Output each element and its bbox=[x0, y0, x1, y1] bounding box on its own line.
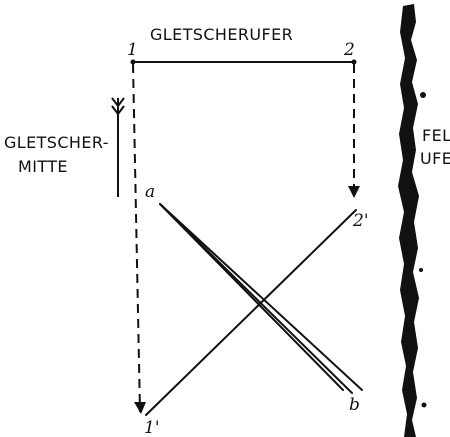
rock-bank-label-line1: FELS- bbox=[422, 126, 450, 145]
arrowhead-2prime bbox=[348, 186, 360, 198]
line-a-to-b-2 bbox=[159, 203, 353, 394]
point-a-label: a bbox=[145, 182, 155, 202]
flow-direction-arrowhead-1 bbox=[111, 97, 125, 108]
line-2prime-to-1prime bbox=[145, 209, 357, 416]
point-2-label: 2 bbox=[343, 40, 355, 60]
glacier-center-label-line2: MITTE bbox=[18, 157, 68, 176]
line-a-to-b-3 bbox=[159, 203, 363, 391]
glacier-center-label-line1: GLETSCHER- bbox=[4, 133, 109, 152]
flow-direction-arrowhead-2 bbox=[111, 105, 125, 116]
glacier-bank-label: GLETSCHERUFER bbox=[150, 25, 293, 44]
point-1prime-label: 1' bbox=[144, 418, 160, 437]
point-2prime-label: 2' bbox=[352, 211, 369, 231]
rock-bank bbox=[398, 4, 427, 437]
point-2-marker bbox=[351, 59, 357, 65]
path-1-to-1prime bbox=[132, 63, 141, 413]
point-1-label: 1 bbox=[127, 40, 138, 60]
arrowhead-1prime bbox=[134, 402, 146, 414]
rock-bank-label-line2: UFER bbox=[420, 149, 450, 168]
point-1-marker bbox=[130, 59, 136, 65]
point-b-label: b bbox=[349, 395, 360, 415]
